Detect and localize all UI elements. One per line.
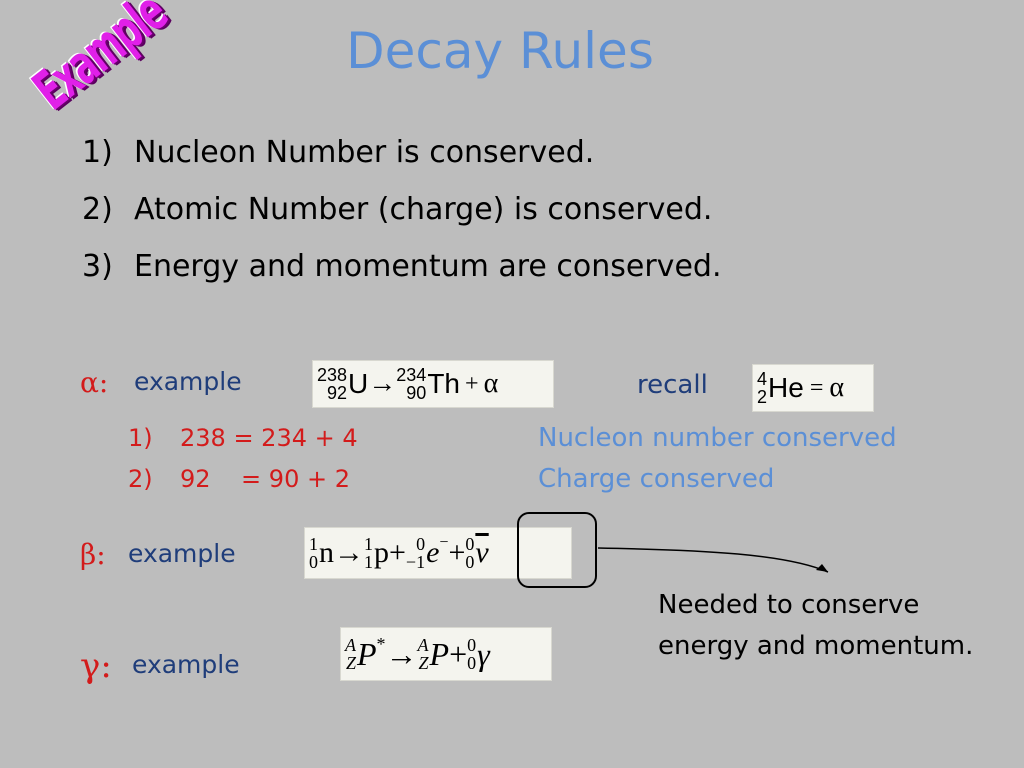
p1-mass: A [345,635,356,655]
e-scripts: 0−1 [406,535,425,571]
note-line: Needed to conserve [658,590,920,620]
proton: p [374,536,389,569]
check-number: 2) [128,465,153,493]
charge-note: Charge conserved [538,464,775,494]
alpha-particle: α [829,372,845,403]
slide-title: Decay Rules [346,22,654,80]
he-mass: 4 [757,369,768,389]
arrow: → [368,368,397,399]
n-mass: 1 [309,534,318,554]
recall-label: recall [637,370,708,400]
antineutrino-highlight [517,512,597,588]
nu-mass: 0 [465,534,475,554]
u-mass: 238 [317,365,348,385]
p1-atomic: Z [345,653,356,673]
plus: + [465,370,479,397]
alpha-particle: α [483,368,499,399]
arrow: → [334,536,364,569]
nu-atomic: 0 [465,552,475,572]
alpha-example-label: example [134,367,242,396]
plus: + [389,536,406,569]
p2-mass: A [417,635,429,655]
th-symbol: Th [427,368,461,399]
neutron: n [319,536,334,569]
electron-charge: − [439,534,449,551]
g-mass: 0 [467,635,477,655]
n-atomic: 0 [309,552,318,572]
check-text: 238 = 234 + 4 [180,424,358,452]
p-mass: 1 [364,534,373,554]
antineutrino: ν [475,536,489,569]
rule-number: 3) [82,249,113,284]
rule-text: Atomic Number (charge) is conserved. [134,192,713,227]
gamma-photon: γ [477,635,490,672]
nucleon-note: Nucleon number conserved [538,423,897,453]
rule-number: 1) [82,135,113,170]
rule-text: Energy and momentum are conserved. [134,249,722,284]
check-text: 92 = 90 + 2 [180,465,350,493]
rule-item: 2) Atomic Number (charge) is conserved. [82,187,721,244]
electron: e [426,536,440,569]
rule-item: 1) Nucleon Number is conserved. [82,130,721,187]
he-atomic: 2 [757,387,768,407]
check-number: 1) [128,424,153,452]
e-atomic: −1 [405,552,426,572]
alpha-check-row: 2) 92 = 90 + 2 [128,465,350,493]
p2-atomic: Z [418,653,429,673]
alpha-check-row: 1) 238 = 234 + 4 [128,424,358,452]
th-mass: 234 [396,365,427,385]
ground-nucleus: P [429,635,450,672]
beta-example-label: example [128,539,236,568]
note-line: energy and momentum. [658,631,974,661]
gamma-example-label: example [132,650,240,679]
excited-nucleus: P [357,635,377,672]
th-atomic: 90 [406,383,427,403]
e-mass: 0 [416,534,426,554]
alpha-symbol: α: [80,366,109,399]
plus: + [448,536,466,569]
gamma-symbol: γ: [80,646,112,686]
antineutrino-note: Needed to conserve energy and momentum. [658,585,973,667]
pointer-arrow [597,547,829,573]
rule-text: Nucleon Number is conserved. [134,135,595,170]
equals: = [809,374,824,401]
he-symbol: He [768,372,804,403]
g-atomic: 0 [467,653,477,673]
p-atomic: 1 [364,552,373,572]
u-symbol: U [348,368,369,399]
excited-mark: * [376,634,386,654]
beta-symbol: β: [80,538,106,571]
rule-number: 2) [82,192,113,227]
rules-list: 1) Nucleon Number is conserved. 2) Atomic … [82,130,721,301]
plus: + [449,635,468,672]
u-atomic: 92 [327,383,348,403]
arrow: → [385,635,418,672]
rule-item: 3) Energy and momentum are conserved. [82,244,721,301]
